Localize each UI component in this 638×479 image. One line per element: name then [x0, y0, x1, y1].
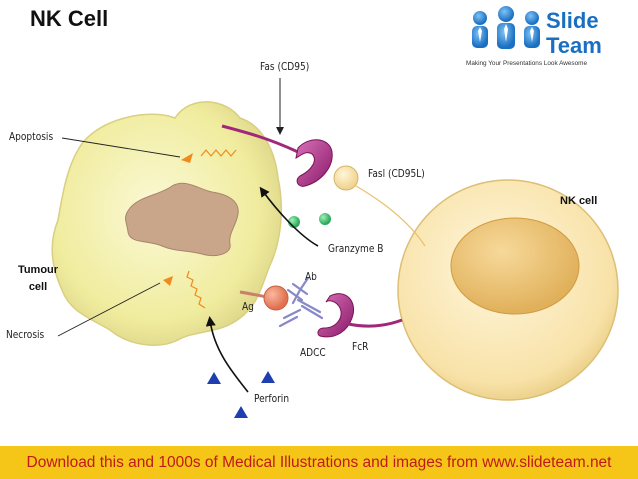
perforin-molecule-3 — [234, 406, 248, 418]
label-fas: Fas (CD95) — [260, 61, 310, 73]
fas-receptor — [295, 139, 333, 187]
diagram-canvas — [51, 78, 619, 418]
people-logo-icon — [472, 6, 540, 49]
label-fasl: Fasl (CD95L) — [368, 168, 425, 180]
necrosis-squiggle — [186, 270, 206, 309]
apoptosis-arrowhead — [181, 153, 193, 163]
label-perforin: Perforin — [254, 393, 290, 405]
fas-receptor-stalk — [221, 124, 299, 154]
label-nk-cell: NK cell — [560, 195, 598, 207]
label-necrosis: Necrosis — [6, 329, 45, 341]
page-title: NK Cell — [30, 6, 109, 31]
footer-banner[interactable]: Download this and 1000s of Medical Illus… — [0, 446, 638, 479]
label-tumour-line2: cell — [28, 281, 48, 293]
perforin-arrow — [205, 316, 249, 393]
footer-text[interactable]: Download this and 1000s of Medical Illus… — [26, 453, 612, 471]
granzyme-arrow — [259, 186, 319, 247]
fcr-receptor — [317, 293, 354, 338]
label-fcr: FcR — [352, 341, 369, 353]
antibody-icon — [278, 276, 324, 328]
necrosis-arrowhead — [163, 276, 173, 286]
label-ag: Ag — [242, 301, 254, 313]
tumour-nucleus — [125, 182, 239, 257]
label-granzyme: Granzyme B — [328, 243, 384, 255]
fasl-stalk — [355, 185, 426, 247]
necrosis-pointer — [57, 282, 161, 337]
perforin-molecule-2 — [261, 371, 275, 383]
nk-cell-diagram: Fas (CD95) Apoptosis Fasl (CD95L) NK cel… — [6, 61, 619, 418]
label-tumour-line1: Tumour — [17, 264, 59, 276]
apoptosis-squiggle — [200, 149, 237, 157]
perforin-molecule-1 — [207, 372, 221, 384]
label-adcc: ADCC — [300, 347, 326, 359]
logo-tagline: Making Your Presentations Look Awesome — [466, 60, 588, 67]
apoptosis-pointer — [61, 137, 181, 158]
slideteam-logo: Slide Team Making Your Presentations Loo… — [466, 4, 634, 70]
fcr-stalk — [347, 318, 403, 328]
fasl-ligand — [333, 165, 359, 191]
granzyme-granule-2 — [319, 213, 331, 225]
logo-text-slide: Slide — [546, 8, 599, 33]
antigen-ball — [263, 285, 289, 311]
nk-cell-nucleus — [450, 217, 580, 315]
label-ab: Ab — [305, 271, 317, 283]
logo-text-team: Team — [546, 33, 602, 58]
label-apoptosis: Apoptosis — [9, 131, 54, 143]
